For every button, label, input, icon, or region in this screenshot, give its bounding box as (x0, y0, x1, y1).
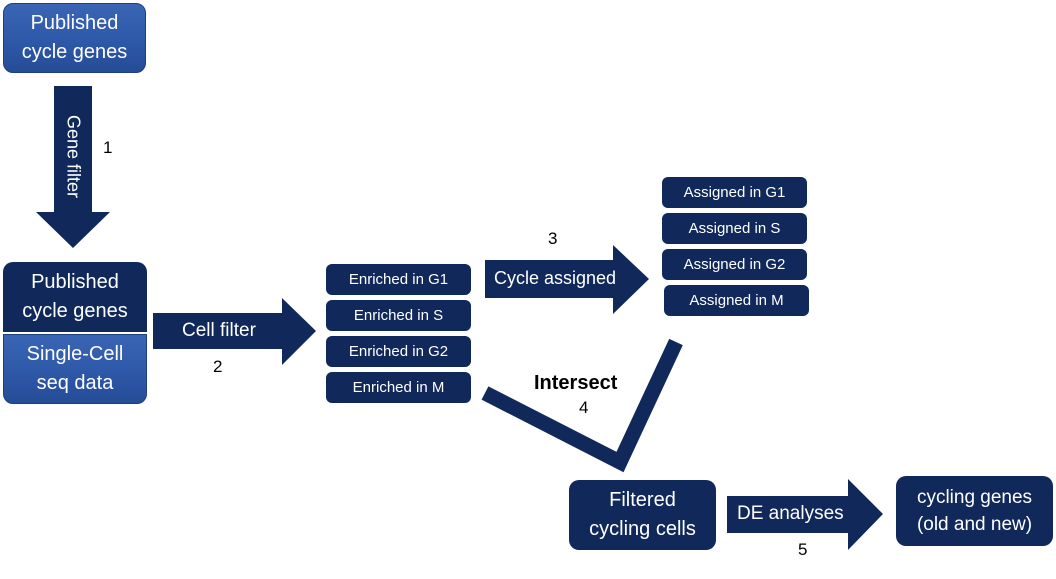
intersect-label: Intersect (534, 372, 618, 394)
cell-filter-arrow (153, 298, 316, 365)
single-cell-seq-data: Single-Cell seq data (3, 334, 147, 404)
de-analyses-label: DE analyses (737, 503, 844, 524)
assigned-g1: Assigned in G1 (662, 177, 807, 208)
gene-filter-label: Gene filter (63, 114, 84, 199)
de-analyses-arrow (727, 479, 883, 550)
filtered-cycling-cells: Filtered cycling cells (569, 480, 716, 550)
published-cycle-genes-top: Published cycle genes (3, 3, 146, 73)
step-number-4: 4 (579, 398, 589, 417)
intersect-connector (481, 338, 683, 473)
assigned-g2: Assigned in G2 (662, 249, 807, 280)
cycling-genes-box: cycling genes (old and new) (896, 476, 1053, 546)
gene-filter-arrow (36, 86, 110, 248)
assigned-m: Assigned in M (664, 285, 809, 316)
step-number-5: 5 (798, 540, 808, 559)
enriched-m: Enriched in M (326, 372, 471, 403)
cycle-assigned-arrow (485, 245, 649, 314)
assigned-s: Assigned in S (662, 213, 807, 244)
step-number-3: 3 (548, 229, 558, 248)
cell-filter-label: Cell filter (182, 320, 256, 341)
published-cycle-genes-mid: Published cycle genes (3, 262, 147, 332)
step-number-2: 2 (213, 357, 223, 376)
step-number-1: 1 (103, 138, 113, 157)
enriched-g2: Enriched in G2 (326, 336, 471, 367)
cycle-assigned-label: Cycle assigned (494, 268, 617, 288)
enriched-g1: Enriched in G1 (326, 264, 471, 295)
enriched-s: Enriched in S (326, 300, 471, 331)
